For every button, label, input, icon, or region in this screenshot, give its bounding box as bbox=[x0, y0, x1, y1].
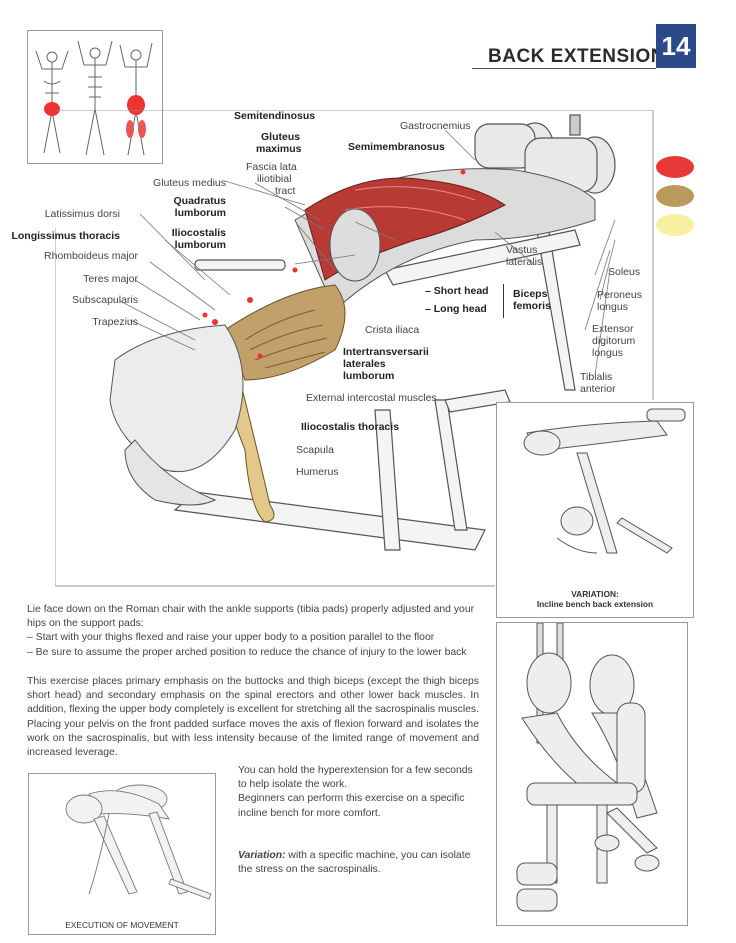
variation-illustration: VARIATION: Incline bench back extension bbox=[496, 402, 694, 618]
variation-label: Variation: bbox=[238, 850, 286, 861]
variation-paragraph: Variation: with a specific machine, you … bbox=[238, 849, 482, 877]
bullet-arched: – Be sure to assume the proper arched po… bbox=[27, 646, 467, 658]
label-tibialis: Tibialis bbox=[580, 371, 613, 383]
label-semimembranosus: Semimembranosus bbox=[348, 141, 445, 153]
label-longus-2: longus bbox=[592, 347, 623, 359]
execution-illustration: EXECUTION OF MOVEMENT bbox=[28, 773, 216, 935]
label-longissimus-thoracis: Longissimus thoracis bbox=[11, 230, 120, 242]
page-title: BACK EXTENSION bbox=[488, 46, 665, 67]
label-semitendinosus: Semitendinosus bbox=[234, 110, 316, 122]
legend-dot-primary bbox=[656, 156, 694, 178]
label-long-head: – Long head bbox=[425, 303, 487, 315]
emphasis-paragraph: This exercise places primary emphasis on… bbox=[27, 676, 479, 759]
label-laterales: laterales bbox=[343, 358, 386, 370]
label-gastrocnemius: Gastrocnemius bbox=[400, 120, 471, 132]
machine-illustration bbox=[496, 622, 688, 926]
label-lateralis: lateralis bbox=[506, 256, 543, 268]
label-gluteus: Gluteus bbox=[261, 131, 301, 143]
label-humerus: Humerus bbox=[296, 466, 339, 478]
label-peroneus: Peroneus bbox=[597, 289, 642, 301]
label-quadratus-2: lumborum bbox=[174, 207, 226, 219]
variation-caption-text: Incline bench back extension bbox=[536, 599, 654, 609]
hold-paragraph: You can hold the hyperextension for a fe… bbox=[238, 765, 473, 791]
legend-dot-tertiary bbox=[656, 214, 694, 236]
label-iliocostalis-2: lumborum bbox=[174, 239, 226, 251]
label-gluteus-medius: Gluteus medius bbox=[153, 177, 226, 189]
label-soleus: Soleus bbox=[608, 266, 641, 278]
label-subscapularis: Subscapularis bbox=[72, 294, 138, 306]
label-quadratus: Quadratus bbox=[173, 195, 226, 207]
label-fascia-lata: Fascia lata bbox=[246, 161, 297, 173]
main-illustration bbox=[55, 110, 655, 588]
label-iliocostalis-thoracis: Iliocostalis thoracis bbox=[301, 421, 400, 433]
muscle-thumbnail bbox=[27, 30, 163, 164]
beginners-paragraph: Beginners can perform this exercise on a… bbox=[238, 793, 465, 819]
legend-dot-secondary bbox=[656, 185, 694, 207]
label-iliocostalis: Iliocostalis bbox=[171, 227, 226, 239]
label-trapezius: Trapezius bbox=[92, 316, 138, 328]
label-vastus: Vastus bbox=[506, 244, 538, 256]
label-anterior: anterior bbox=[580, 383, 616, 395]
label-crista-iliaca: Crista iliaca bbox=[365, 324, 420, 336]
label-latissimus-dorsi: Latissimus dorsi bbox=[44, 208, 120, 220]
intro-paragraph: Lie face down on the Roman chair with th… bbox=[27, 604, 475, 630]
label-short-head: – Short head bbox=[425, 285, 489, 297]
label-longus: longus bbox=[597, 301, 628, 313]
label-intertransversarii: Intertransversarii bbox=[343, 346, 429, 358]
label-external-intercostal: External intercostal muscles bbox=[306, 392, 437, 404]
biceps-bracket bbox=[503, 284, 504, 318]
title-rule bbox=[472, 68, 656, 69]
tips-block: You can hold the hyperextension for a fe… bbox=[238, 764, 482, 821]
label-digitorum: digitorum bbox=[592, 335, 636, 347]
execution-caption: EXECUTION OF MOVEMENT bbox=[65, 920, 179, 930]
label-biceps: Biceps bbox=[513, 288, 548, 300]
variation-text: with a specific machine, you can isolate… bbox=[238, 850, 471, 876]
bullet-start: – Start with your thighs flexed and rais… bbox=[27, 632, 435, 644]
instructions-block: Lie face down on the Roman chair with th… bbox=[27, 603, 479, 660]
label-rhomboideus-major: Rhomboideus major bbox=[44, 250, 138, 262]
label-tract: tract bbox=[275, 185, 296, 197]
variation-caption-title: VARIATION: bbox=[571, 589, 619, 599]
label-extensor: Extensor bbox=[592, 323, 634, 335]
label-maximus: maximus bbox=[256, 143, 302, 155]
label-lumborum: lumborum bbox=[343, 370, 395, 382]
label-iliotibial: iliotibial bbox=[257, 173, 292, 185]
label-teres-major: Teres major bbox=[83, 273, 138, 285]
label-femoris: femoris bbox=[513, 300, 551, 312]
exercise-number-badge: 14 bbox=[656, 24, 696, 68]
label-scapula: Scapula bbox=[296, 444, 334, 456]
